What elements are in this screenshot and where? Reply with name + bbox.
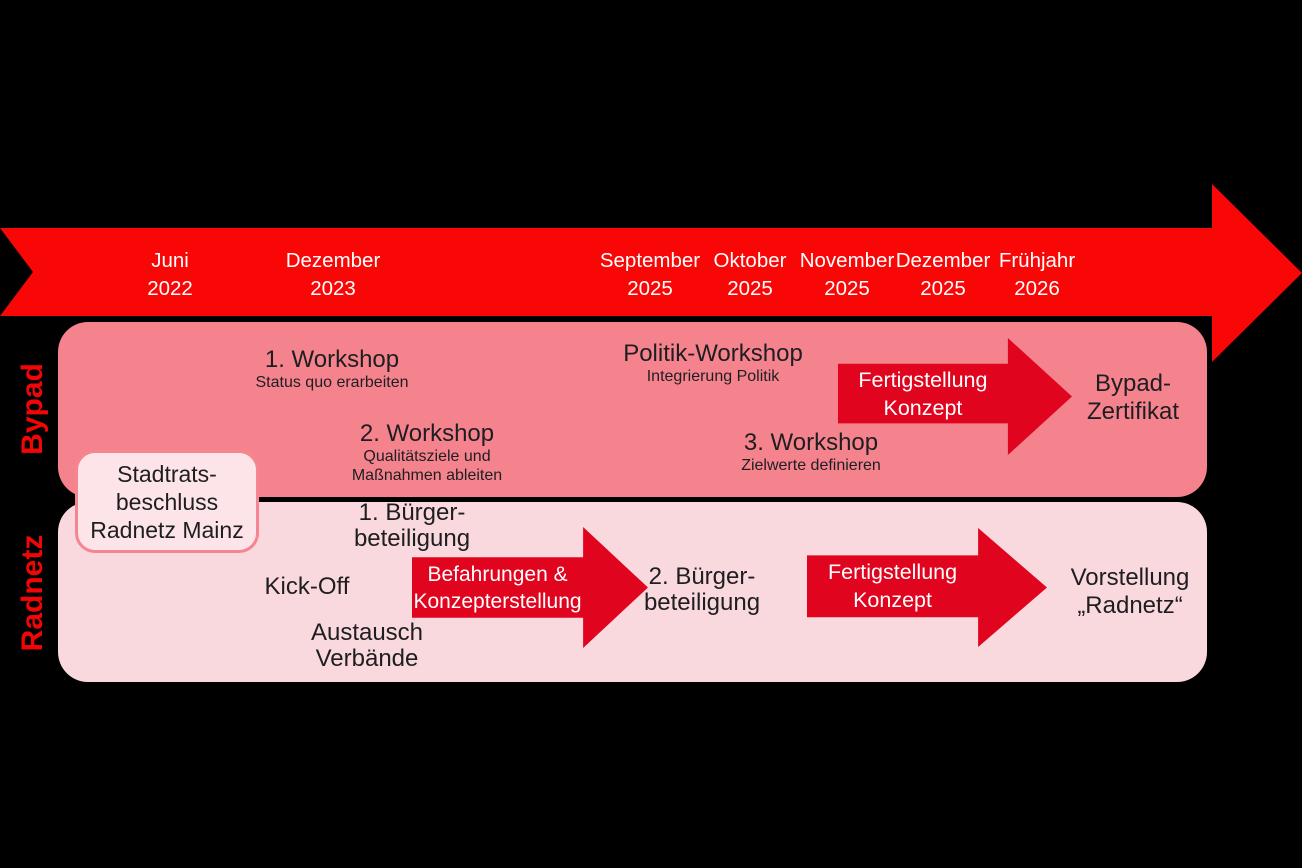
milestone-title: 3. Workshop — [743, 429, 879, 456]
arrow-label: Fertigstellung Konzept — [807, 555, 978, 617]
date-september-2025: September 2025 — [570, 247, 730, 303]
date-year: 2025 — [920, 277, 966, 300]
decision-box-line1: Stadtrats- — [117, 460, 217, 487]
milestone-line1: Austausch — [310, 619, 424, 646]
milestone-line1: 2. Bürger- — [648, 563, 756, 590]
date-month: November — [799, 249, 895, 272]
date-dezember-2025: Dezember 2025 — [863, 247, 1023, 303]
arrow-label-line2: Konzept — [883, 395, 963, 420]
date-juni-2022: Juni 2022 — [90, 247, 250, 303]
date-dezember-2023: Dezember 2023 — [253, 247, 413, 303]
arrow-label: Fertigstellung Konzept — [838, 364, 1008, 424]
timeline-arrow-shape — [0, 184, 1302, 362]
milestone-line2: Verbände — [315, 645, 419, 672]
milestone-title: 1. Workshop — [264, 346, 400, 373]
radnetz-milestone-austausch-verbaende: Austausch Verbände — [311, 620, 423, 672]
date-year: 2025 — [824, 277, 870, 300]
bypad-result-zertifikat: Bypad- Zertifikat — [1087, 370, 1179, 426]
radnetz-milestone-buergerbeteiligung-1: 1. Bürger- beteiligung — [354, 500, 470, 552]
milestone-title: Politik-Workshop — [623, 340, 803, 367]
date-month: Dezember — [895, 249, 991, 272]
result-line1: Bypad- — [1094, 370, 1172, 397]
date-year: 2025 — [627, 277, 673, 300]
date-year: 2022 — [147, 277, 193, 300]
result-line2: Zertifikat — [1086, 398, 1180, 425]
date-year: 2026 — [1014, 277, 1060, 300]
stadtratsbeschluss-box: Stadtrats- beschluss Radnetz Mainz — [75, 450, 259, 553]
arrow-label-line2: Konzept — [853, 588, 932, 613]
date-november-2025: November 2025 — [767, 247, 927, 303]
date-year: 2025 — [727, 277, 773, 300]
radnetz-row-label: Radnetz — [16, 534, 49, 652]
bypad-row-label: Bypad — [16, 363, 49, 455]
date-oktober-2025: Oktober 2025 — [670, 247, 830, 303]
bypad-milestone-workshop-1: 1. Workshop Status quo erarbeiten — [256, 347, 409, 392]
result-line2: „Radnetz“ — [1077, 592, 1183, 619]
radnetz-milestone-buergerbeteiligung-2: 2. Bürger- beteiligung — [644, 564, 760, 616]
milestone-title: 2. Workshop — [359, 420, 495, 447]
radnetz-milestone-kickoff: Kick-Off — [264, 573, 350, 600]
milestone-subtitle: Zielwerte definieren — [741, 457, 881, 474]
date-month: Juni — [151, 249, 189, 272]
milestone-subtitle: Qualitätsziele und Maßnahmen ableiten — [351, 448, 503, 484]
arrow-label: Befahrungen & Konzepterstellung — [412, 557, 583, 618]
bypad-milestone-workshop-2: 2. Workshop Qualitätsziele und Maßnahmen… — [352, 421, 502, 485]
date-month: September — [599, 249, 701, 272]
decision-box-line3: Radnetz Mainz — [90, 516, 244, 543]
milestone-line2: beteiligung — [643, 589, 761, 616]
arrow-label-line1: Fertigstellung — [858, 367, 988, 392]
date-fruehjahr-2026: Frühjahr 2026 — [957, 247, 1117, 303]
date-month: Oktober — [713, 249, 787, 272]
result-line1: Vorstellung — [1070, 564, 1190, 591]
bypad-milestone-politik-workshop: Politik-Workshop Integrierung Politik — [623, 341, 803, 386]
arrow-label-line1: Fertigstellung — [828, 560, 958, 585]
arrow-label-line1: Befahrungen & — [427, 562, 568, 586]
milestone-subtitle: Integrierung Politik — [646, 368, 780, 385]
date-month: Dezember — [285, 249, 381, 272]
milestone-line1: 1. Bürger- — [358, 499, 466, 526]
date-month: Frühjahr — [998, 249, 1076, 272]
milestone-subtitle: Status quo erarbeiten — [255, 374, 409, 391]
milestone-line2: beteiligung — [353, 525, 471, 552]
decision-box-line2: beschluss — [115, 488, 219, 515]
arrow-label-line2: Konzepterstellung — [413, 589, 582, 613]
bypad-milestone-workshop-3: 3. Workshop Zielwerte definieren — [741, 430, 881, 475]
date-year: 2023 — [310, 277, 356, 300]
radnetz-result-vorstellung: Vorstellung „Radnetz“ — [1071, 564, 1190, 620]
